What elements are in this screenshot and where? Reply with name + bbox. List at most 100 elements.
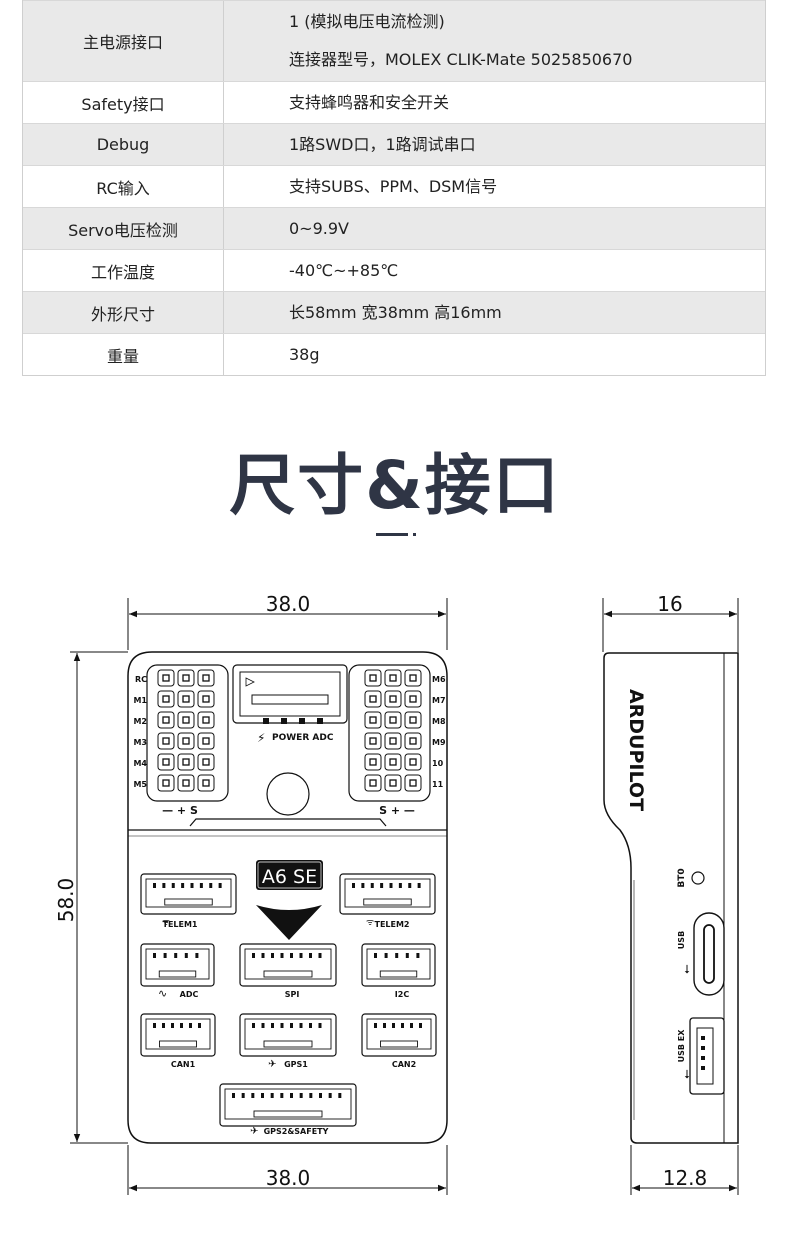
spec-row: Debug 1路SWD口，1路调试串口	[23, 123, 765, 165]
gps-icon: ✈	[268, 1059, 276, 1070]
header-pin-hole	[389, 695, 397, 703]
header-pin-hole	[162, 716, 170, 724]
port-label-gps2: GPS2&SAFETY	[264, 1127, 329, 1136]
header-pin-hole	[389, 674, 397, 682]
header-pin	[404, 711, 422, 729]
usb-icon: ⭠	[679, 964, 693, 974]
header-pin	[177, 732, 195, 750]
left-polarity: — + S	[162, 804, 198, 817]
satellite-icon: ᯤ	[162, 918, 170, 928]
header-pin-hole	[182, 674, 190, 682]
header-pin	[197, 711, 215, 729]
connector-can2	[361, 1013, 437, 1057]
satellite-icon: ᯤ	[366, 918, 374, 928]
pin-label: 10	[432, 759, 444, 768]
gps-icon: ✈	[250, 1126, 258, 1137]
header-pin-hole	[369, 758, 377, 766]
spec-value-line: 支持SUBS、PPM、DSM信号	[289, 176, 498, 196]
header-pin-hole	[369, 695, 377, 703]
header-pin	[177, 774, 195, 792]
connector-adc	[140, 943, 215, 987]
spec-key: Debug	[23, 124, 224, 165]
title-dot	[413, 533, 416, 536]
header-pin	[364, 690, 382, 708]
header-pin	[197, 669, 215, 687]
spec-value: -40℃~+85℃	[224, 250, 765, 291]
port-label-spi: SPI	[285, 990, 300, 999]
pin-label: M2	[133, 717, 147, 726]
pin-label: M5	[133, 780, 147, 789]
header-pin-hole	[409, 758, 417, 766]
pin-label: 11	[432, 780, 444, 789]
header-pin	[177, 690, 195, 708]
spec-value-line: 连接器型号，MOLEX CLIK-Mate 5025850670	[289, 50, 633, 69]
spec-value: 0~9.9V	[224, 208, 765, 249]
side-bottom-label: 12.8	[663, 1166, 708, 1190]
header-pin	[364, 753, 382, 771]
spec-value-line: 0~9.9V	[289, 218, 349, 238]
header-pin-hole	[182, 716, 190, 724]
spec-value-line: 38g	[289, 344, 320, 364]
side-view: 16 12.8 ARDUPILOT BT0 USB ⭠ USB EX ⭠	[602, 592, 739, 1195]
pin-label: M4	[133, 759, 147, 768]
spec-key: 外形尺寸	[23, 292, 224, 333]
header-pin	[384, 690, 402, 708]
header-pin	[364, 669, 382, 687]
spec-value: 长58mm 宽38mm 高16mm	[224, 292, 765, 333]
header-pin-hole	[202, 695, 210, 703]
header-pin	[364, 732, 382, 750]
spec-row: 工作温度-40℃~+85℃	[23, 249, 765, 291]
pin-label: M3	[133, 738, 147, 747]
header-pin	[157, 753, 175, 771]
connector-spi	[239, 943, 337, 987]
header-pin-hole	[369, 674, 377, 682]
pin-label: M8	[432, 717, 446, 726]
port-label-can2: CAN2	[392, 1060, 416, 1069]
usb-label: USB	[677, 931, 686, 949]
spec-key: Safety接口	[23, 82, 224, 123]
wave-icon: ∿	[158, 987, 167, 1000]
power-label: POWER ADC	[272, 733, 334, 743]
header-pin	[177, 669, 195, 687]
header-pin-hole	[202, 737, 210, 745]
spec-row: RC输入支持SUBS、PPM、DSM信号	[23, 165, 765, 207]
header-pin	[404, 732, 422, 750]
header-pin	[177, 753, 195, 771]
spec-value: 38g	[224, 334, 765, 375]
header-pin-hole	[369, 716, 377, 724]
header-pin-hole	[202, 779, 210, 787]
brand-logo: ARDUPILOT	[625, 689, 647, 811]
connector-gps2-safety	[219, 1083, 357, 1127]
spec-value: 1路SWD口，1路调试串口	[224, 124, 765, 165]
section-title: 尺寸&接口	[229, 447, 561, 524]
header-pin	[157, 690, 175, 708]
header-pin	[404, 774, 422, 792]
header-pin	[384, 711, 402, 729]
header-pin-hole	[182, 758, 190, 766]
front-height-label: 58.0	[54, 878, 78, 923]
spec-key: 主电源接口	[23, 1, 224, 81]
connector-telem1	[140, 873, 237, 915]
header-pin-hole	[202, 674, 210, 682]
header-pin	[177, 711, 195, 729]
bt0-label: BT0	[677, 868, 687, 887]
header-pin	[157, 669, 175, 687]
connector-telem2	[339, 873, 436, 915]
header-pin-hole	[182, 695, 190, 703]
header-pin	[197, 774, 215, 792]
usb-icon: ⭠	[679, 1069, 693, 1079]
header-pin	[404, 690, 422, 708]
header-pin-hole	[202, 716, 210, 724]
spec-value-line: 1路SWD口，1路调试串口	[289, 134, 476, 154]
header-pin-hole	[389, 758, 397, 766]
spec-row: 外形尺寸长58mm 宽38mm 高16mm	[23, 291, 765, 333]
header-pin-hole	[409, 695, 417, 703]
spec-key: 工作温度	[23, 250, 224, 291]
header-pin-hole	[409, 674, 417, 682]
header-pin	[197, 732, 215, 750]
connector-can1	[140, 1013, 216, 1057]
front-width-top: 38.0	[266, 592, 311, 616]
header-pin-hole	[409, 779, 417, 787]
header-pin	[384, 732, 402, 750]
